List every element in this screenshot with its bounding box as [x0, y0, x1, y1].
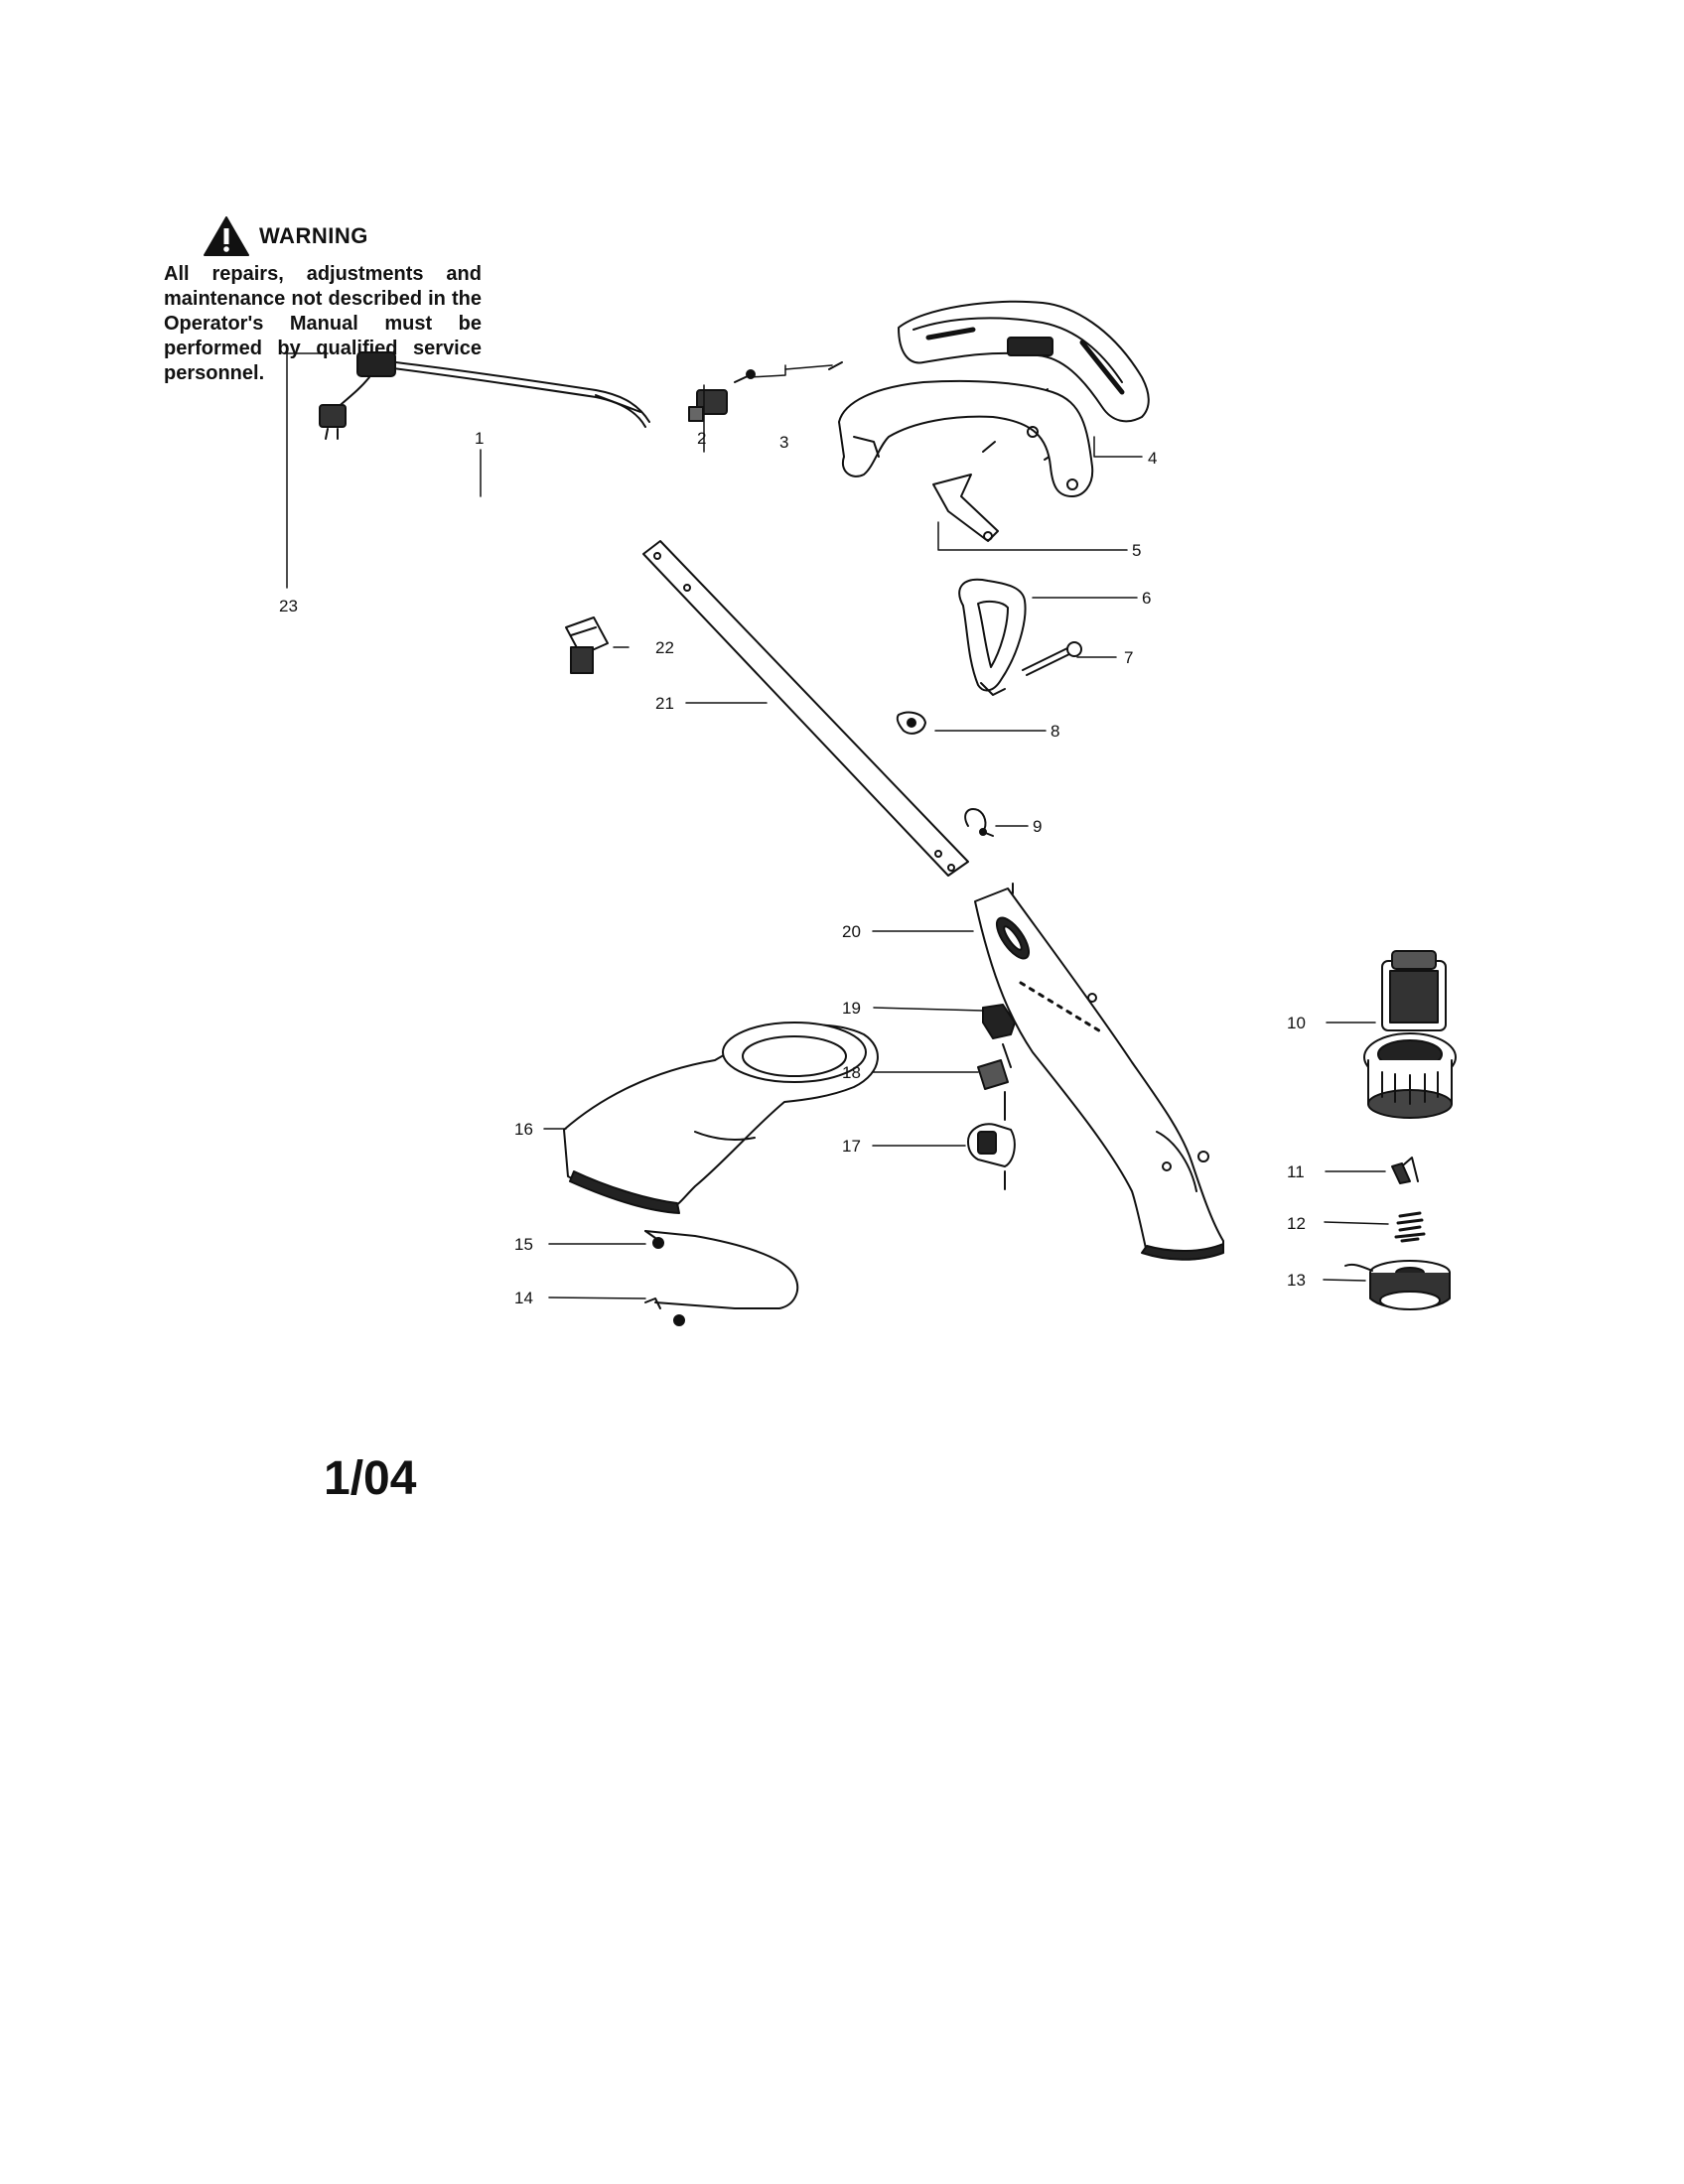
callout-numbers: 1 2 3 4 5 6 7 8 9 10 11 12 13 14 15 16 1… — [279, 429, 1306, 1307]
callout-6: 6 — [1142, 589, 1151, 608]
callout-12: 12 — [1287, 1214, 1306, 1233]
callout-5: 5 — [1132, 541, 1141, 560]
callout-22: 22 — [655, 638, 674, 657]
part-4-upper-housing — [838, 300, 1150, 497]
warning-title: WARNING — [259, 223, 368, 248]
warning-body: All repairs, adjustments and maintenance… — [164, 263, 482, 384]
callout-11: 11 — [1287, 1162, 1305, 1181]
callout-19: 19 — [842, 999, 861, 1018]
callout-9: 9 — [1033, 817, 1042, 836]
callout-4: 4 — [1148, 449, 1157, 468]
date-code: 1/04 — [324, 1452, 417, 1505]
callout-23: 23 — [279, 597, 298, 615]
part-11-retainer — [1391, 1157, 1419, 1184]
callout-21: 21 — [655, 694, 674, 713]
part-20-lower-housing — [974, 883, 1224, 1261]
part-18-spring-clip — [977, 1043, 1012, 1090]
callout-20: 20 — [842, 922, 861, 941]
part-1-power-cord — [368, 358, 650, 428]
warning-triangle-icon — [204, 216, 249, 256]
leader-lines — [286, 352, 1389, 1299]
part-19-bumper — [982, 1004, 1016, 1039]
callout-3: 3 — [779, 433, 788, 452]
part-23-plug — [319, 351, 396, 440]
callout-1: 1 — [475, 429, 484, 448]
callout-10: 10 — [1287, 1014, 1306, 1032]
part-22-switch-box — [565, 616, 609, 674]
part-8-wing-nut — [896, 711, 926, 735]
part-17-coupler — [967, 1091, 1016, 1190]
callout-15: 15 — [514, 1235, 533, 1254]
callout-2: 2 — [697, 429, 706, 448]
part-6-assist-handle — [958, 578, 1027, 696]
part-13-spool — [1344, 1260, 1451, 1310]
callout-14: 14 — [514, 1289, 533, 1307]
warning-notice: WARNING All repairs, adjustments and mai… — [164, 216, 482, 386]
callout-17: 17 — [842, 1137, 861, 1156]
part-5-trigger — [932, 474, 999, 542]
part-2-switch — [688, 389, 728, 422]
part-9-clip — [964, 808, 994, 837]
callout-8: 8 — [1051, 722, 1059, 741]
callout-18: 18 — [842, 1063, 861, 1082]
callout-7: 7 — [1124, 648, 1133, 667]
part-21-tube — [642, 540, 969, 877]
part-7-bolt — [1022, 641, 1082, 676]
callout-16: 16 — [514, 1120, 533, 1139]
part-14-wire-guard — [644, 1230, 799, 1326]
part-15-screw — [644, 1230, 664, 1249]
part-12-spring — [1394, 1211, 1426, 1243]
part-10-motor — [1363, 950, 1457, 1119]
part-16-guard — [563, 1022, 879, 1214]
callout-13: 13 — [1287, 1271, 1306, 1290]
